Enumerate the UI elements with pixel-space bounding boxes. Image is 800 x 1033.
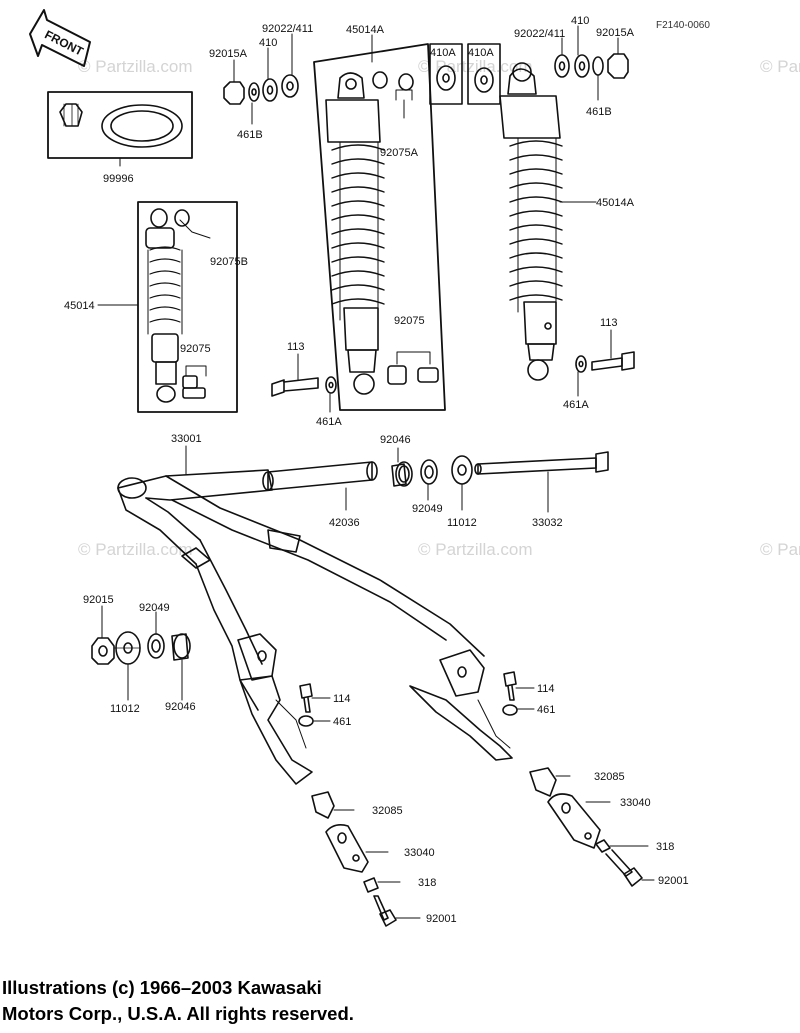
callout-461B-left: 461B: [237, 129, 263, 141]
callout-99996: 99996: [103, 173, 134, 185]
callout-410A-1: 410A: [430, 47, 456, 59]
washer-11012-top: [451, 455, 473, 511]
shock-45014: [97, 201, 238, 413]
copyright-line-2: Motors Corp., U.S.A. All rights reserved…: [2, 1003, 354, 1024]
callout-45014A-right: 45014A: [596, 197, 635, 209]
callout-461-left: 461: [333, 716, 351, 728]
callout-461B-right: 461B: [586, 106, 612, 118]
swingarm-33001: [117, 445, 513, 785]
bushing-92046-top: [391, 447, 413, 487]
callout-461-right: 461: [537, 704, 555, 716]
callout-410-right: 410: [571, 15, 589, 27]
callout-92022-411-right: 92022/411: [514, 28, 565, 40]
callout-92075A: 92075A: [380, 147, 419, 159]
callout-45014: 45014: [64, 300, 95, 312]
watermark: © Partzilla.com: [78, 57, 193, 76]
callout-410A-2: 410A: [468, 47, 494, 59]
callout-92046-top: 92046: [380, 434, 411, 446]
callout-33040-left: 33040: [404, 847, 435, 859]
callout-92022-411-left: 92022/411: [262, 23, 313, 35]
callout-92015: 92015: [83, 594, 114, 606]
callout-461A-left: 461A: [316, 416, 342, 428]
bolt-114-left: [298, 683, 331, 727]
callout-11012-left: 11012: [110, 703, 140, 715]
callout-92049-left: 92049: [139, 602, 170, 614]
callout-114-right: 114: [537, 683, 555, 695]
watermark: © Partzilla.com: [418, 57, 533, 76]
callout-42036: 42036: [329, 517, 360, 529]
pivot-shaft-33032: [474, 451, 609, 513]
kit-99996: [47, 91, 193, 167]
callout-32085-left: 32085: [372, 805, 403, 817]
watermark: © Partzilla.com: [418, 540, 533, 559]
callout-92075-center: 92075: [394, 315, 425, 327]
bolt-113-left: [271, 353, 337, 413]
callout-45014A-center: 45014A: [346, 24, 385, 36]
bolt-114-right: [502, 671, 535, 716]
callout-92046-left: 92046: [165, 701, 196, 713]
watermark: © Partzilla.com: [760, 540, 800, 559]
left-lower-hardware: [311, 791, 421, 927]
callout-318-right: 318: [656, 841, 674, 853]
callout-92075B: 92075B: [210, 256, 248, 268]
callout-410-left: 410: [259, 37, 277, 49]
callout-92001-right: 92001: [658, 875, 689, 887]
copyright-line-1: Illustrations (c) 1966–2003 Kawasaki: [2, 977, 322, 998]
figure-id: F2140-0060: [656, 20, 710, 31]
callout-92015A-left: 92015A: [209, 48, 248, 60]
callout-92049-top: 92049: [412, 503, 443, 515]
right-top-hardware: [554, 25, 629, 101]
shock-45014A-center: [313, 34, 446, 411]
callout-33040-right: 33040: [620, 797, 651, 809]
watermark: © Partzilla.com: [78, 540, 193, 559]
callout-32085-right: 32085: [594, 771, 625, 783]
callout-461A-right: 461A: [563, 399, 589, 411]
callout-113-left: 113: [287, 341, 305, 353]
seal-92049-top: [420, 459, 438, 501]
callout-11012-top: 11012: [447, 517, 477, 529]
pivot-sleeve-42036: [262, 461, 378, 511]
callout-92001-left: 92001: [426, 913, 457, 925]
callout-92075-left: 92075: [180, 343, 211, 355]
callout-113-right: 113: [600, 317, 618, 329]
front-label: FRONT: [42, 27, 86, 59]
right-lower-hardware: [529, 767, 655, 887]
left-pivot-hardware: [91, 605, 191, 701]
callout-33032: 33032: [532, 517, 563, 529]
callout-33001: 33001: [171, 433, 202, 445]
watermark: © Partzilla.com: [760, 57, 800, 76]
callout-318-left: 318: [418, 877, 436, 889]
bolt-113-right: [575, 329, 635, 397]
shock-45014A-right: [499, 62, 597, 381]
callout-92015A-right: 92015A: [596, 27, 635, 39]
callout-114-left: 114: [333, 693, 351, 705]
left-top-hardware: [223, 33, 299, 125]
washers-410A: [429, 43, 501, 105]
